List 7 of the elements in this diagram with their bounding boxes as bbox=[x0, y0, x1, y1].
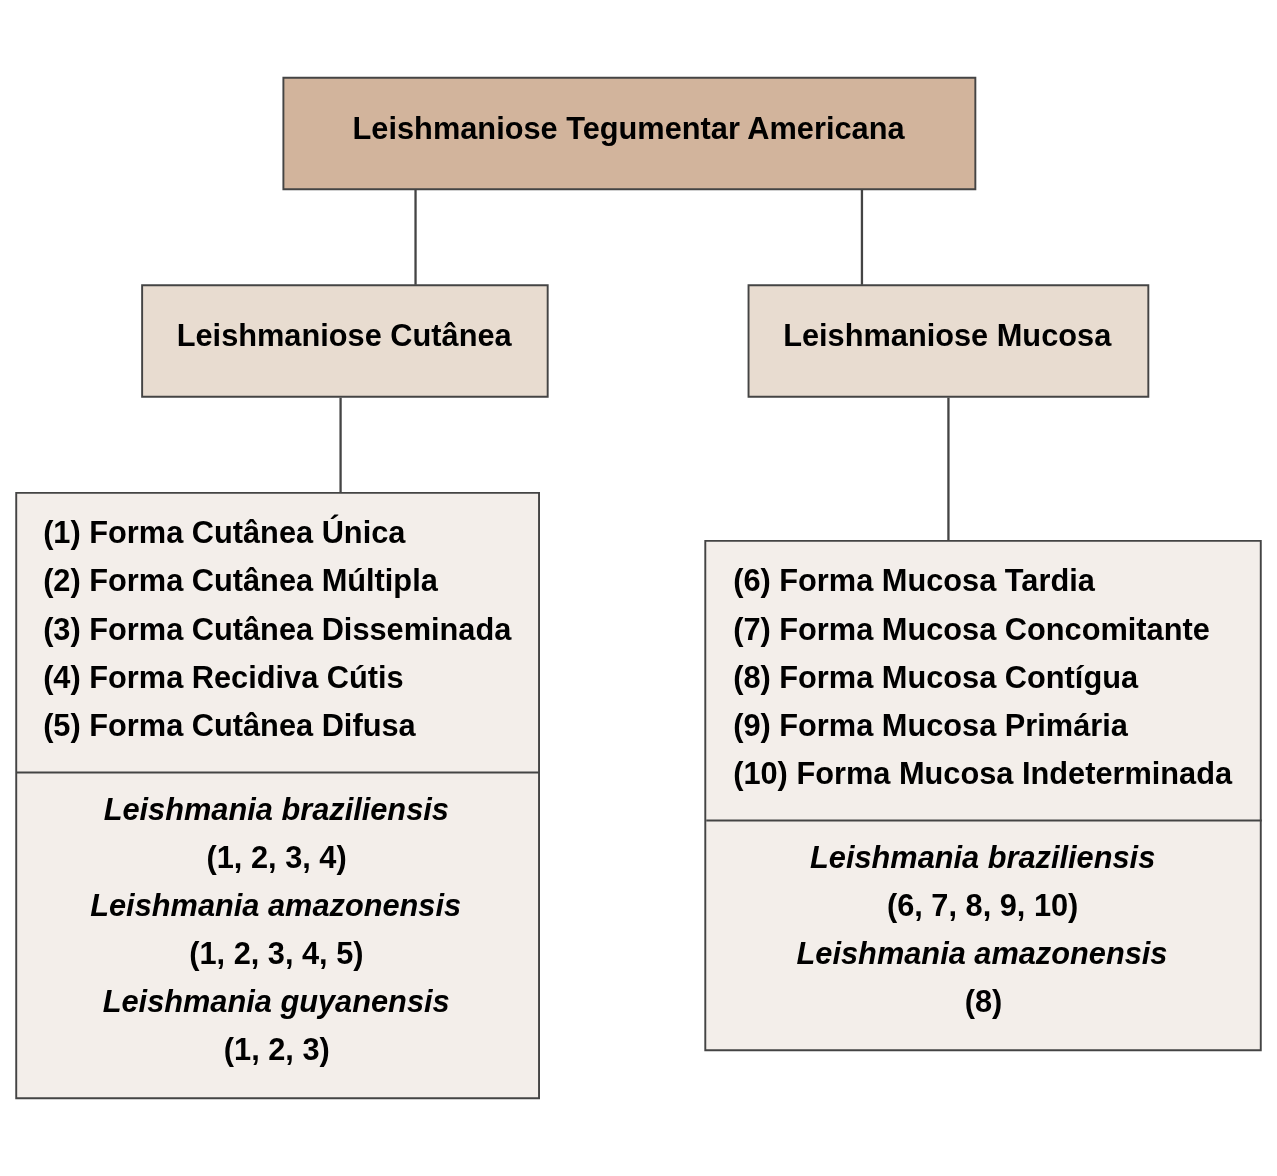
node-box: Leishmaniose Mucosa bbox=[747, 284, 1150, 398]
connector bbox=[414, 189, 417, 285]
connector bbox=[947, 397, 950, 541]
connector bbox=[339, 397, 342, 493]
node-box: Leishmaniose Tegumentar Americana bbox=[282, 76, 977, 191]
node-box: Leishmaniose Cutânea bbox=[141, 284, 549, 398]
connector bbox=[860, 189, 864, 285]
